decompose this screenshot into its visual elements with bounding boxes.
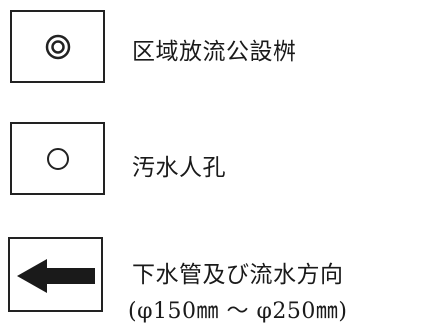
- left-arrow-icon: [10, 239, 101, 310]
- catch-basin-label: 区域放流公設桝: [132, 39, 297, 65]
- double-circle-icon: [12, 12, 103, 81]
- sewer-pipe-symbol-box: [8, 237, 103, 312]
- manhole-symbol-box: [10, 122, 105, 195]
- circle-icon: [12, 124, 103, 193]
- sewer-pipe-diameter-label: (φ150㎜ ～ φ250㎜): [128, 299, 348, 324]
- sewer-pipe-label: 下水管及び流水方向: [132, 262, 344, 288]
- catch-basin-symbol-box: [10, 10, 105, 83]
- manhole-label: 汚水人孔: [132, 155, 226, 181]
